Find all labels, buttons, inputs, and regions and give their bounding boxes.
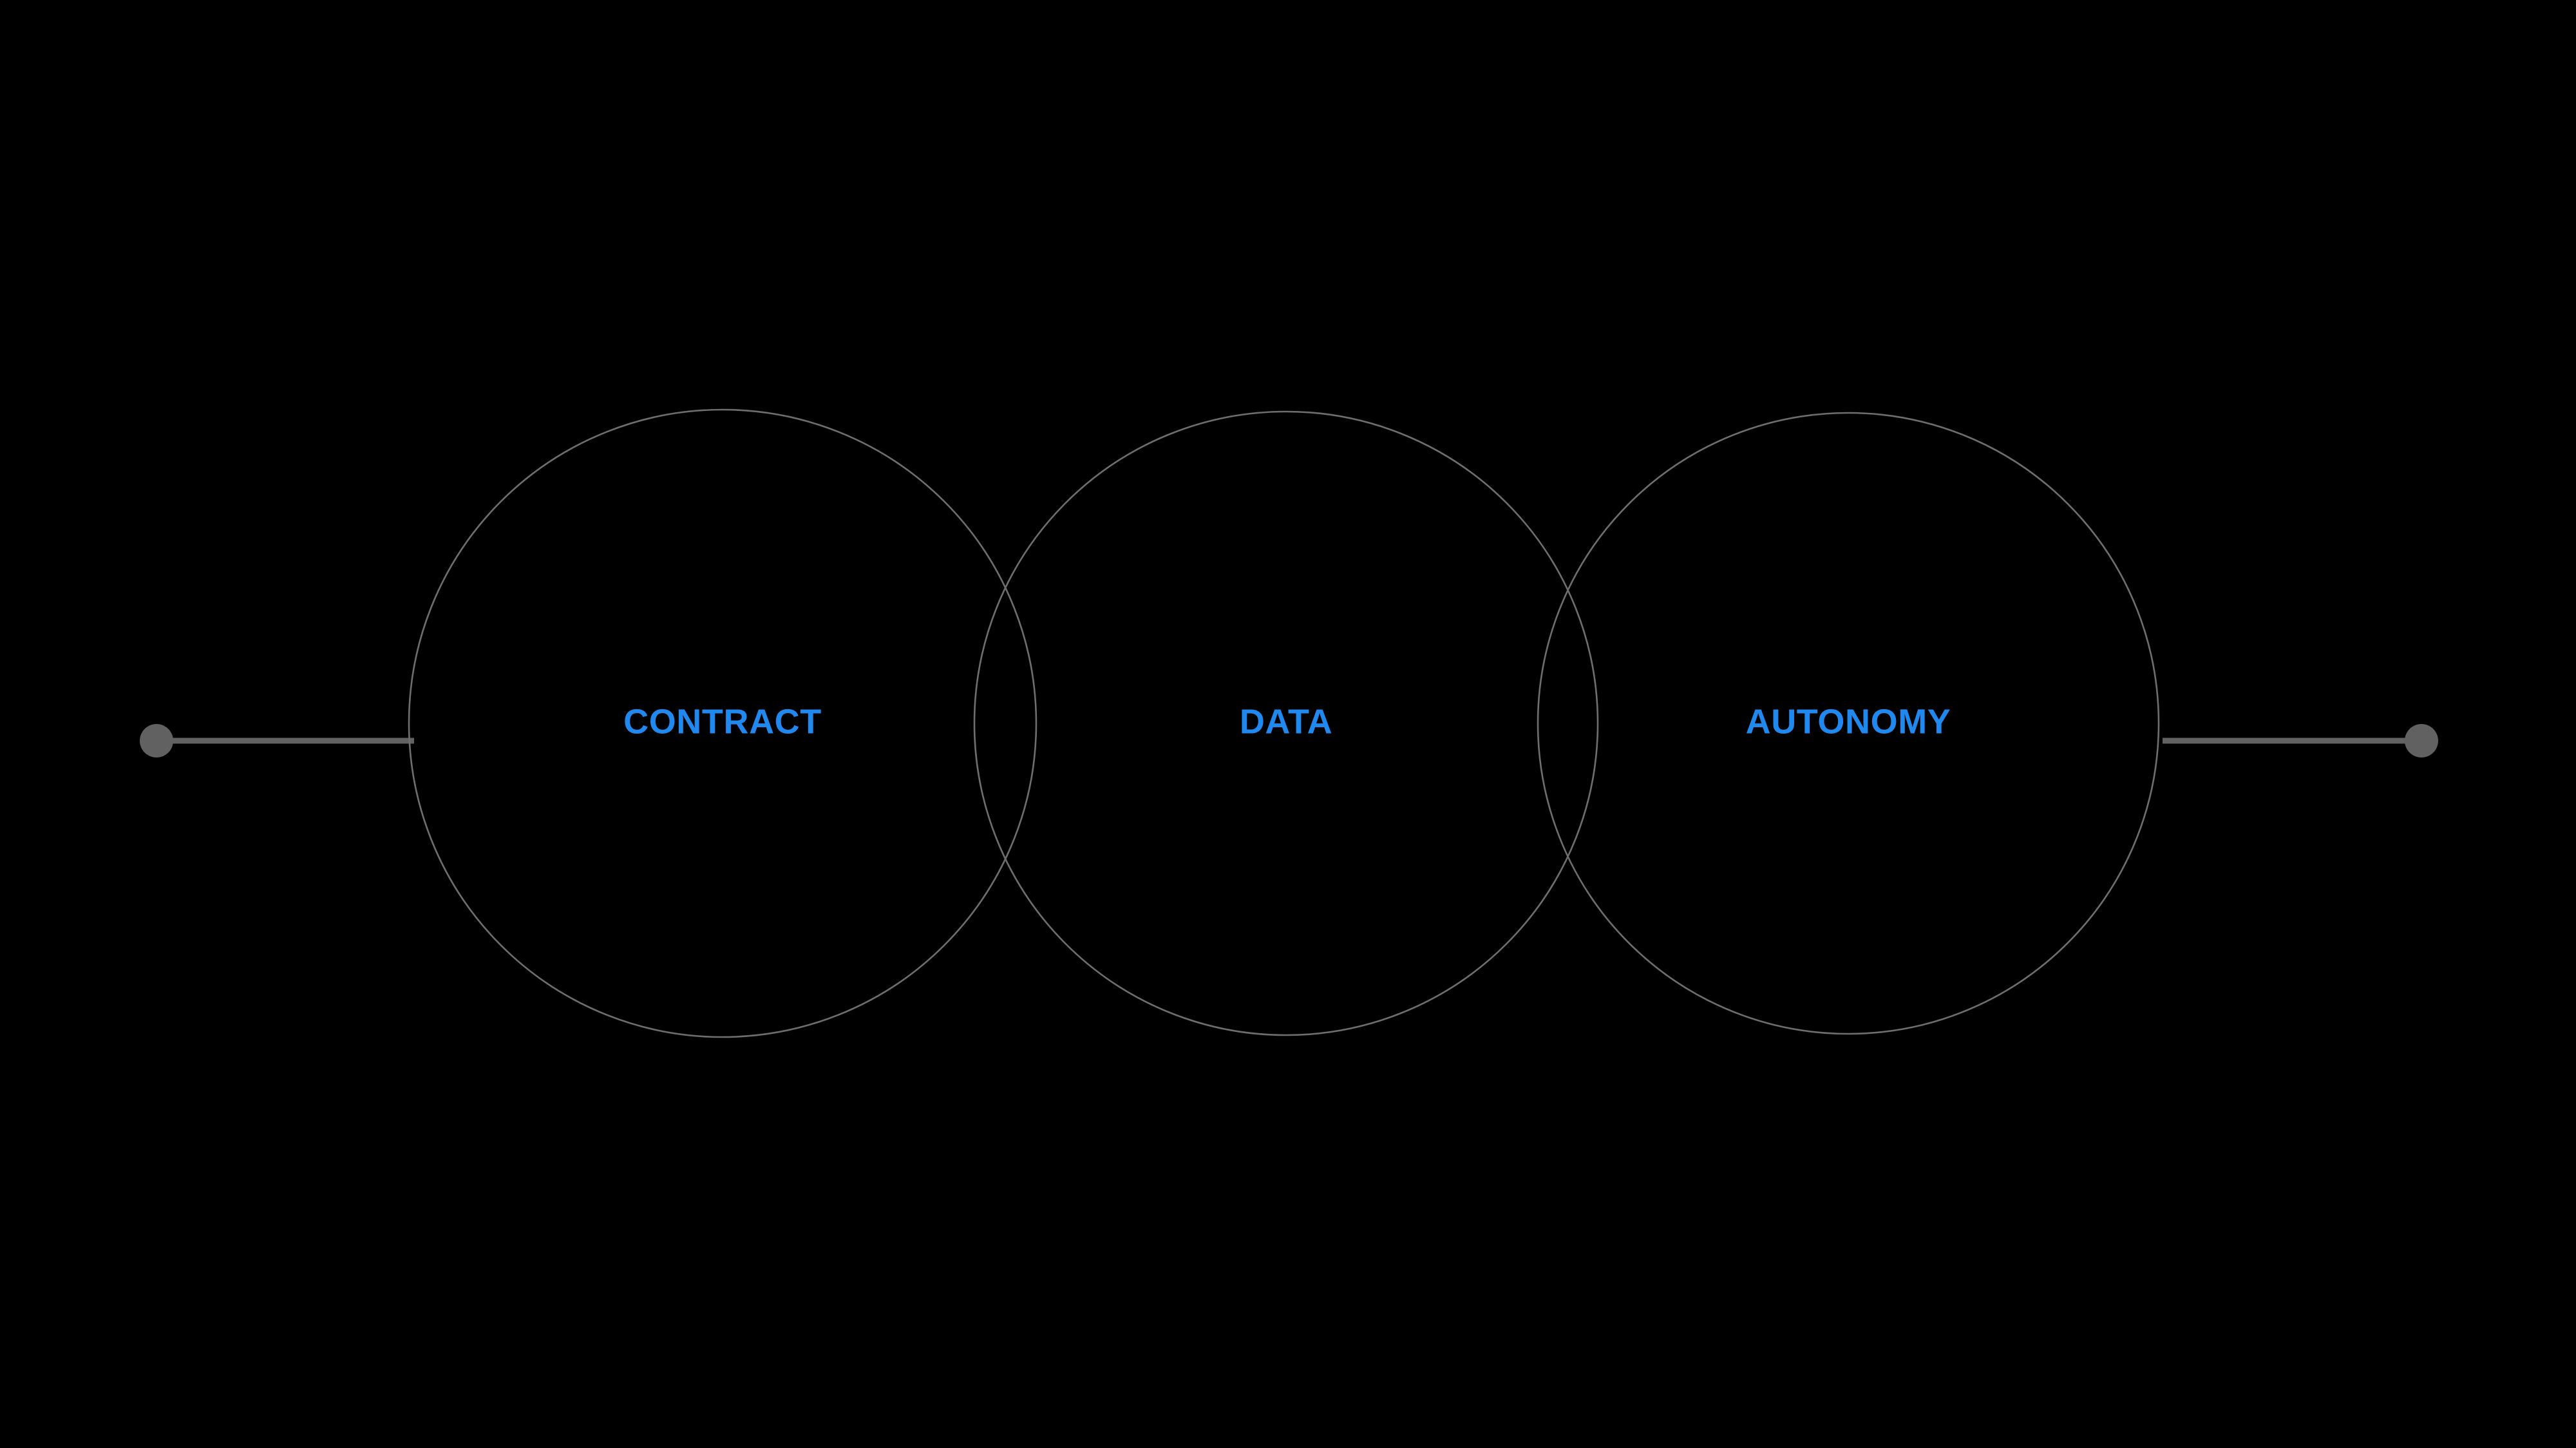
node-contract-label: CONTRACT xyxy=(623,702,822,741)
node-contract[interactable]: CONTRACT xyxy=(408,408,1037,1038)
input-connector[interactable] xyxy=(140,724,414,757)
node-data-circle[interactable] xyxy=(973,410,1599,1036)
node-data-label: DATA xyxy=(1240,702,1332,741)
node-autonomy-label: AUTONOMY xyxy=(1746,702,1951,741)
node-autonomy[interactable]: AUTONOMY xyxy=(1537,412,2160,1035)
output-connector-dot[interactable] xyxy=(2405,724,2438,757)
node-autonomy-circle[interactable] xyxy=(1537,412,2160,1035)
output-connector[interactable] xyxy=(2163,724,2438,757)
node-data[interactable]: DATA xyxy=(973,410,1599,1036)
node-contract-circle[interactable] xyxy=(408,408,1037,1038)
input-connector-dot[interactable] xyxy=(140,724,173,757)
